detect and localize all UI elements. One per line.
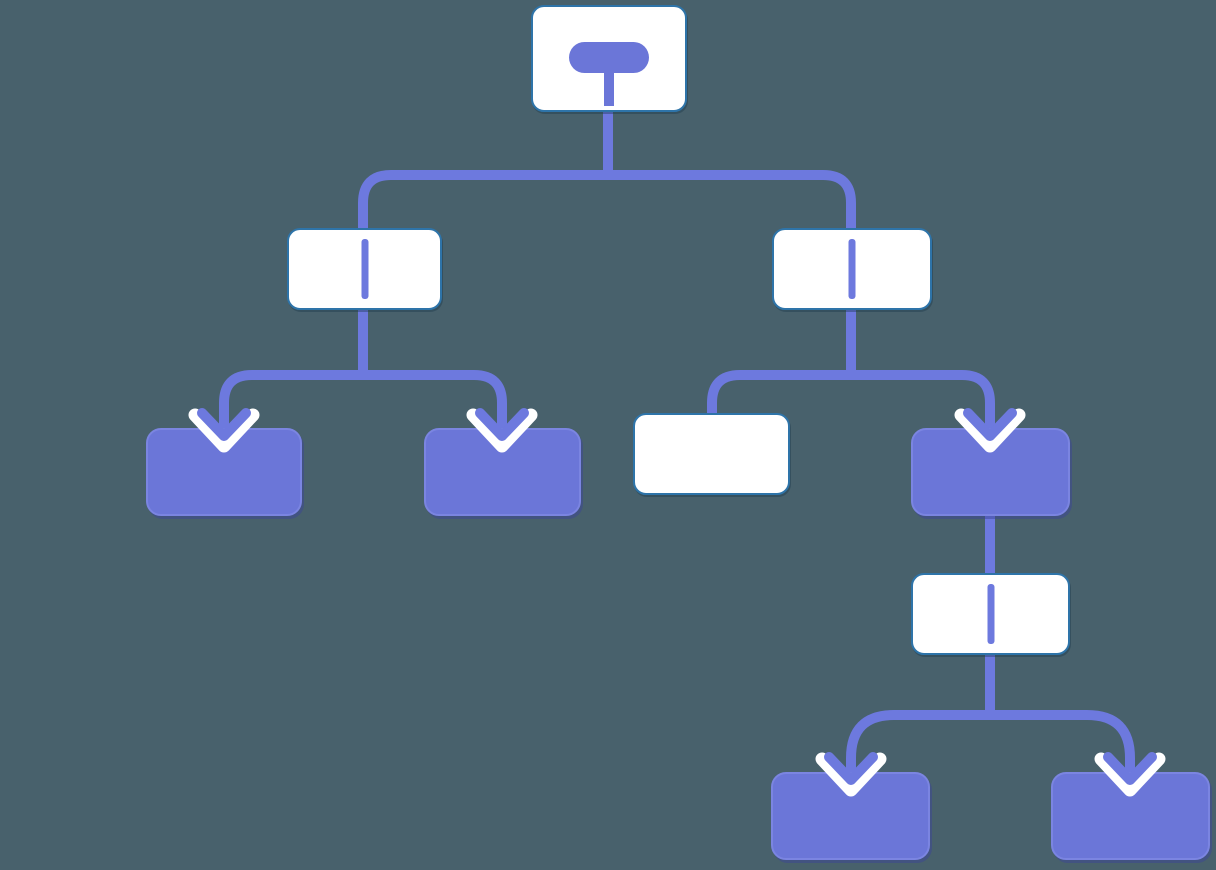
node-collapsed-mid[interactable] — [911, 428, 1070, 516]
node-leaf-left-1[interactable] — [146, 428, 302, 516]
node-branch-left[interactable] — [287, 228, 442, 310]
connector-branch-left-to-leaves — [219, 370, 507, 439]
node-leaf-bottom-1[interactable] — [771, 772, 930, 860]
pill-stem-icon — [604, 70, 614, 106]
node-leaf-bottom-2[interactable] — [1051, 772, 1210, 860]
node-child-plain[interactable] — [633, 413, 790, 495]
connector-root-to-branches — [358, 170, 856, 233]
node-root[interactable] — [531, 5, 687, 112]
connector-lower-branch-to-leaves — [846, 710, 1135, 783]
node-branch-lower[interactable] — [911, 573, 1070, 655]
divider-line-icon — [987, 584, 994, 644]
pill-node-icon — [569, 42, 649, 73]
connector-branch-right-to-children — [707, 370, 995, 439]
divider-line-icon — [848, 239, 856, 299]
divider-line-icon — [361, 239, 368, 299]
node-leaf-left-2[interactable] — [424, 428, 581, 516]
node-branch-right[interactable] — [772, 228, 932, 310]
